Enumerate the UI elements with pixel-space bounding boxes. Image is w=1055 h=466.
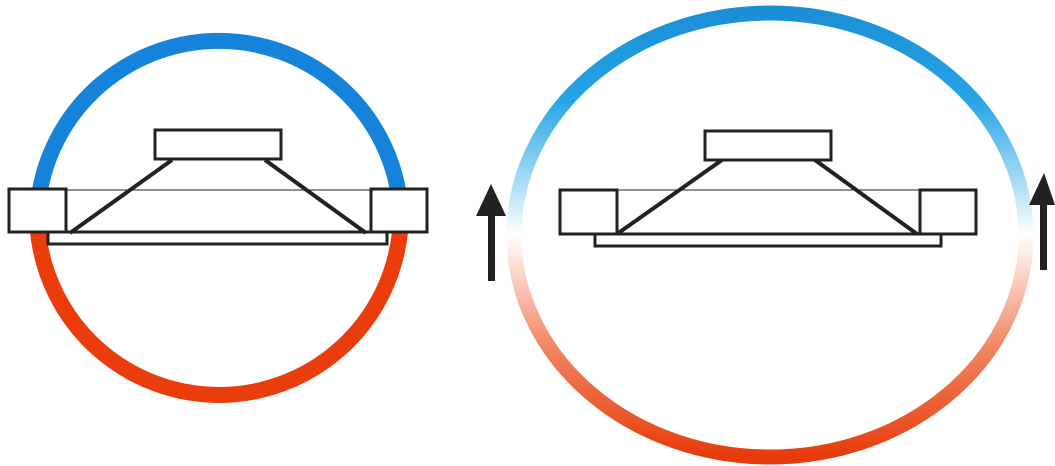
upper-arc-blue: [32, 32, 406, 192]
cone-right: [263, 158, 368, 235]
lower-arc-red: [30, 231, 408, 403]
left-mount-block: [7, 187, 68, 234]
cone-right: [813, 158, 919, 236]
left-mount-block: [558, 188, 619, 236]
magnet-block: [153, 128, 283, 161]
right-mount-block: [918, 188, 978, 236]
right-mount-block: [369, 187, 429, 234]
bottom-plate: [593, 232, 943, 248]
right-panel: [506, 5, 1034, 465]
arrow-up-icon: [1029, 173, 1055, 270]
bottom-plate: [46, 230, 389, 246]
left-panel: [7, 32, 429, 403]
arrow-up-icon: [476, 184, 506, 281]
cone-left: [615, 158, 724, 236]
cone-left: [68, 158, 174, 235]
magnet-block: [703, 129, 833, 162]
gradient-ellipse: [506, 5, 1034, 465]
